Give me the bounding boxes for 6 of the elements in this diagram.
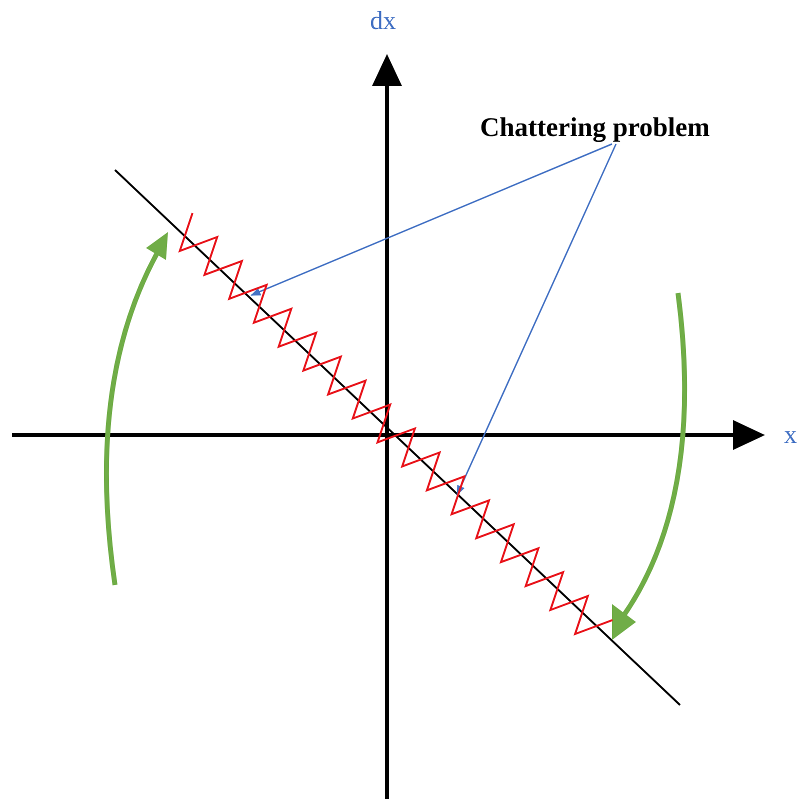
x-axis-label: x (784, 420, 797, 450)
leader-line (456, 144, 617, 496)
y-axis-label: dx (370, 6, 396, 36)
leader-line (250, 143, 612, 296)
zigzag-trajectory (178, 212, 613, 636)
callout-text: Chattering problem (480, 110, 710, 144)
